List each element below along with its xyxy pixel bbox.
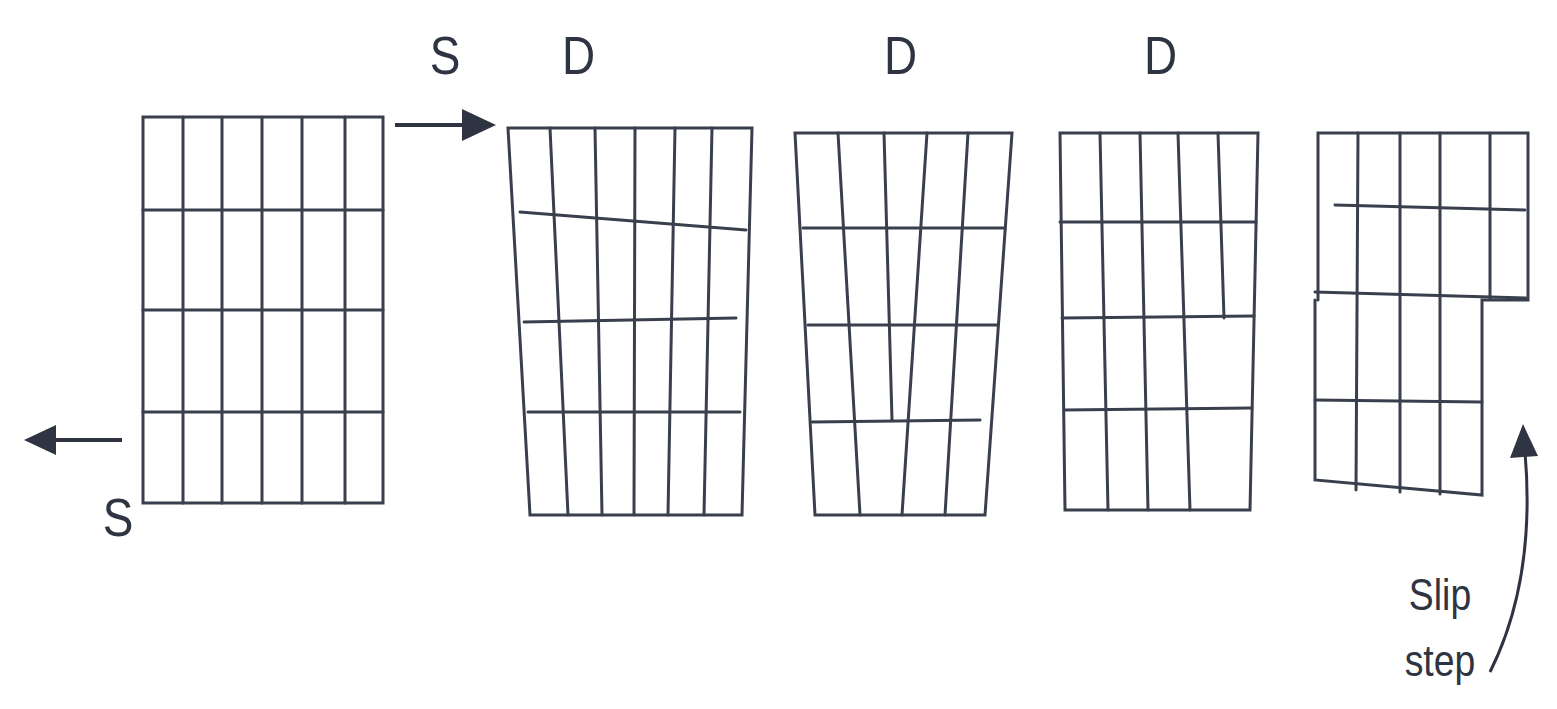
lattice-line (1178, 133, 1190, 510)
lattice-line (143, 309, 383, 312)
distorted-lattice (508, 128, 752, 515)
lattice-line (1439, 133, 1442, 494)
arrow-shaft (1490, 452, 1527, 672)
lattice-outline (508, 128, 752, 515)
lattice-line (1100, 133, 1108, 510)
arrow-shaft (395, 123, 468, 127)
lattice-line (520, 212, 746, 230)
lattice-line (812, 420, 980, 422)
lattice-outline (1060, 133, 1258, 510)
lattice-line (808, 324, 998, 327)
lattice-line (1060, 221, 1256, 224)
pointer-arrow (1490, 424, 1538, 672)
perfect-lattice (143, 117, 383, 503)
shear-arrow (24, 425, 122, 455)
shear-label: S (103, 490, 134, 544)
slip-step-label: Slip step (1402, 562, 1479, 694)
lattice-line (143, 411, 383, 414)
lattice-line (1140, 133, 1148, 510)
lattice-line (143, 209, 383, 212)
arrow-head (1510, 424, 1538, 458)
lattice-line (1489, 133, 1492, 298)
lattice-line (1315, 400, 1482, 402)
dislocation-label: D (1143, 28, 1176, 82)
lattice-line (668, 128, 675, 515)
slipped-lattice (1315, 133, 1528, 495)
lattice-line (1062, 316, 1254, 318)
lattice-line (704, 128, 712, 515)
lattice-line (634, 128, 635, 515)
dislocated-lattice (1060, 133, 1258, 510)
dislocated-lattice (795, 133, 1012, 515)
shear-arrow (395, 109, 496, 141)
lattice-line (1356, 133, 1358, 490)
dislocation-label: D (561, 28, 594, 82)
extra-half-plane (1218, 133, 1224, 318)
extra-half-plane (884, 133, 892, 420)
dislocation-label: D (883, 28, 916, 82)
lattice-line (524, 318, 736, 322)
lattice-line (528, 411, 740, 414)
lattice-line (1064, 408, 1252, 410)
arrow-head (462, 109, 496, 141)
arrow-head (24, 425, 56, 455)
lattice-line (803, 227, 1005, 230)
lattice-line (1335, 205, 1525, 210)
slip-plane (1315, 292, 1526, 298)
lattice-outline (143, 117, 383, 503)
lattice-line (1399, 133, 1402, 492)
shear-label: S (430, 28, 461, 82)
lattice-outline (795, 133, 1012, 515)
lattice-outline (1315, 133, 1528, 495)
arrow-shaft (52, 438, 122, 442)
